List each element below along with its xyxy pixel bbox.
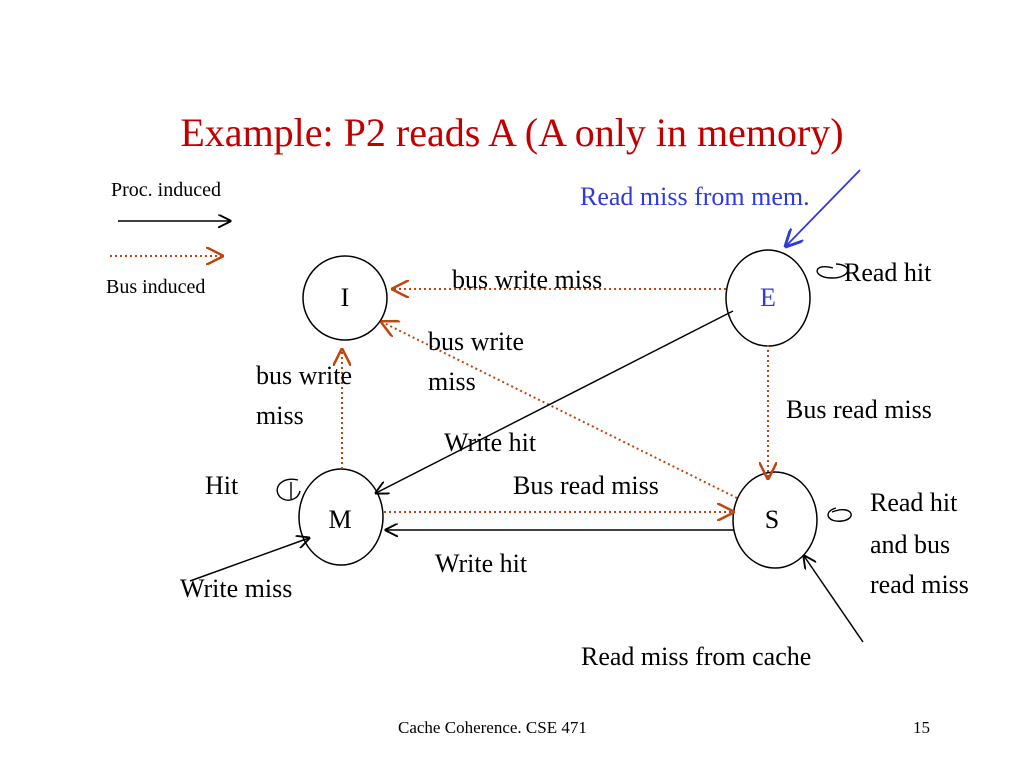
page-number: 15 bbox=[913, 718, 930, 737]
state-s-label: S bbox=[764, 505, 780, 534]
state-e-label: E bbox=[760, 283, 776, 312]
m-self-loop bbox=[276, 478, 301, 501]
state-m-label: M bbox=[328, 505, 352, 534]
s-to-i-label-line2: miss bbox=[428, 367, 476, 396]
slide-title: Example: P2 reads A (A only in memory) bbox=[180, 110, 844, 155]
s-self-label-line1: Read hit bbox=[870, 488, 958, 517]
read-miss-mem-label: Read miss from mem. bbox=[580, 182, 810, 211]
e-to-i-label: bus write miss bbox=[452, 265, 603, 294]
s-self-loop bbox=[827, 507, 852, 522]
state-i-label: I bbox=[340, 283, 350, 312]
read-miss-cache-label: Read miss from cache bbox=[581, 642, 812, 671]
legend-proc-label: Proc. induced bbox=[111, 179, 221, 201]
read-miss-mem-arrow bbox=[786, 169, 861, 246]
e-to-s-label: Bus read miss bbox=[786, 395, 932, 424]
m-to-s-label: Bus read miss bbox=[513, 471, 659, 500]
s-to-i-label-line1: bus write bbox=[428, 327, 525, 356]
m-self-label: Hit bbox=[205, 471, 239, 500]
s-to-m-label: Write hit bbox=[435, 549, 528, 578]
edge-s-to-i bbox=[382, 322, 738, 499]
s-self-label-line2: and bus bbox=[870, 530, 951, 559]
e-to-m-label: Write hit bbox=[444, 428, 537, 457]
e-self-loop bbox=[816, 263, 849, 279]
write-miss-label: Write miss bbox=[180, 574, 293, 603]
edge-read-miss-cache bbox=[804, 556, 864, 643]
m-to-i-label-line1: bus write bbox=[256, 361, 353, 390]
edge-write-miss bbox=[189, 538, 309, 582]
e-self-label: Read hit bbox=[844, 258, 932, 287]
s-self-label-line3: read miss bbox=[870, 570, 969, 599]
footer-text: Cache Coherence. CSE 471 bbox=[398, 718, 587, 737]
edge-e-to-m bbox=[376, 310, 734, 493]
legend-bus-label: Bus induced bbox=[106, 276, 206, 298]
m-to-i-label-line2: miss bbox=[256, 401, 304, 430]
state-i-circle bbox=[302, 255, 388, 341]
